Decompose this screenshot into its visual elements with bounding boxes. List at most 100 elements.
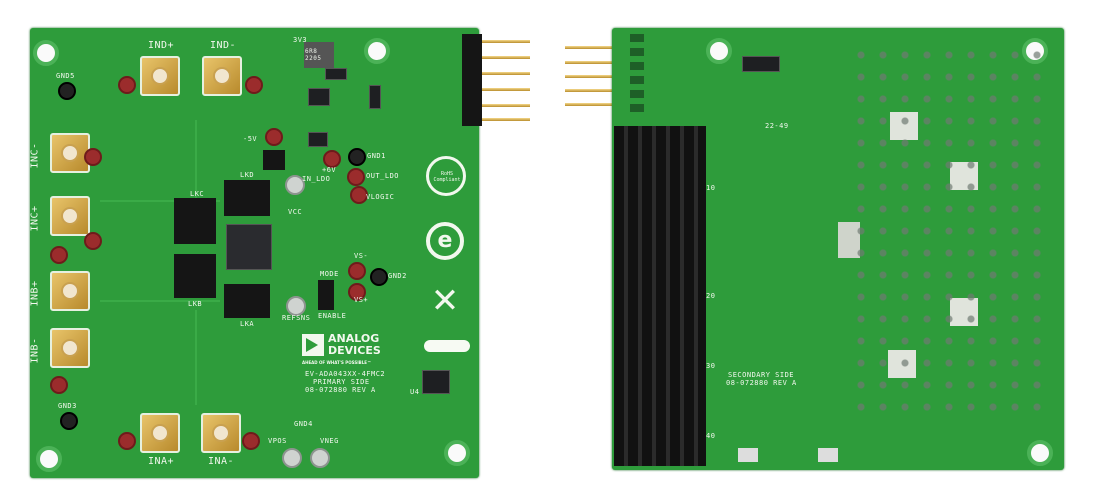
fmc-connector[interactable] [614, 126, 706, 466]
test-point-vlogic[interactable] [350, 186, 368, 204]
test-point[interactable] [50, 246, 68, 264]
ic-u1 [369, 85, 381, 109]
sma-connector-ina-minus[interactable] [201, 413, 241, 453]
label-inb-minus: INB- [29, 337, 41, 364]
sma-connector-inc-plus[interactable] [50, 196, 90, 236]
label-out-ldo: OUT_LDO [366, 172, 400, 180]
inductor-l1 [304, 42, 334, 68]
label-vs-minus: VS- [354, 252, 369, 260]
secondary-board-revision: 08-072880 REV A [726, 379, 797, 387]
sma-connector-ina-plus[interactable] [140, 413, 180, 453]
sma-connector-inb-plus[interactable] [50, 271, 90, 311]
test-point[interactable] [242, 432, 260, 450]
label-gnd2: GND2 [388, 272, 407, 280]
gold-pin [565, 75, 613, 78]
silkscreen-bar [424, 340, 470, 352]
logo-line1: ANALOG [328, 332, 380, 345]
rohs-badge-text: RoHS Compliant [433, 171, 461, 183]
test-point-refsns[interactable] [286, 296, 306, 316]
test-point-neg5v[interactable] [265, 128, 283, 146]
test-point[interactable] [84, 232, 102, 250]
mounting-hole [36, 446, 62, 472]
label-vpos: VPOS [268, 437, 287, 445]
connector-row-40: 40 [706, 432, 716, 440]
connector-row-20: 20 [706, 292, 716, 300]
smd-component [818, 448, 838, 462]
test-point-in-ldo[interactable] [285, 175, 305, 195]
label-inb-plus: INB+ [29, 280, 41, 307]
header-lkd[interactable] [224, 180, 270, 216]
connector-row-30: 30 [706, 362, 716, 370]
secondary-side-label: SECONDARY SIDE [728, 371, 795, 379]
gold-pin [482, 88, 530, 91]
test-point[interactable] [245, 76, 263, 94]
label-lka: LKA [240, 320, 255, 328]
label-3v3: 3V3 [293, 36, 308, 44]
mounting-hole [444, 440, 470, 466]
jumper-block[interactable] [263, 150, 285, 170]
mounting-hole [364, 38, 390, 64]
label-gnd5: GND5 [56, 72, 75, 80]
via-field [850, 44, 1050, 424]
logo-tagline: AHEAD OF WHAT'S POSSIBLE™ [302, 360, 372, 365]
logo-triangle-icon [302, 334, 324, 356]
test-point-pos6v[interactable] [323, 150, 341, 168]
gold-pin [482, 72, 530, 75]
pcb-trace [195, 120, 197, 200]
gold-pin [565, 103, 613, 106]
test-point-gnd1[interactable] [348, 148, 366, 166]
test-point[interactable] [50, 376, 68, 394]
test-point-gnd5[interactable] [58, 82, 76, 100]
diode-d1 [325, 68, 347, 80]
gold-pin [482, 118, 530, 121]
header-lka[interactable] [224, 284, 270, 318]
mounting-hole [1027, 440, 1053, 466]
test-point[interactable] [118, 432, 136, 450]
test-point-gnd3[interactable] [60, 412, 78, 430]
date-code: 22-49 [765, 122, 789, 130]
edge-pin-header[interactable] [462, 34, 482, 126]
sma-connector-ind-minus[interactable] [202, 56, 242, 96]
test-point-vpos[interactable] [282, 448, 302, 468]
label-u4: U4 [410, 388, 420, 396]
pcb-trace [100, 300, 220, 302]
gold-pin [565, 46, 613, 49]
board-revision: 08-072880 REV A [305, 386, 376, 394]
board-side-label: PRIMARY SIDE [313, 378, 370, 386]
fuse-component [742, 56, 780, 72]
label-vneg: VNEG [320, 437, 339, 445]
label-ind-plus: IND+ [148, 40, 175, 51]
through-hole-pin-column [630, 34, 644, 114]
main-adc-ic [226, 224, 272, 270]
smd-component [738, 448, 758, 462]
label-gnd3: GND3 [58, 402, 77, 410]
sma-connector-inb-minus[interactable] [50, 328, 90, 368]
label-inc-plus: INC+ [29, 205, 41, 232]
weee-bin-icon: ✕ [430, 281, 460, 321]
test-point[interactable] [118, 76, 136, 94]
test-point-gnd2[interactable] [370, 268, 388, 286]
logo-line2: DEVICES [328, 344, 381, 357]
gold-pin [482, 40, 530, 43]
header-lkc[interactable] [174, 198, 216, 244]
rohs-badge: RoHS Compliant [426, 156, 466, 196]
test-point-vs-plus[interactable] [348, 283, 366, 301]
test-point-out-ldo[interactable] [347, 168, 365, 186]
mounting-hole [33, 40, 59, 66]
board-part-number: EV-ADA043XX-4FMC2 [305, 370, 386, 378]
inductor-marking: 6R8 2205 [305, 48, 322, 62]
label-vlogic: VLOGIC [366, 193, 395, 201]
header-lkb[interactable] [174, 254, 216, 298]
label-ina-plus: INA+ [148, 456, 175, 467]
ic-u4 [422, 370, 450, 394]
test-point-vs-minus[interactable] [348, 262, 366, 280]
sma-connector-ind-plus[interactable] [140, 56, 180, 96]
label-mode: MODE [320, 270, 339, 278]
label-inc-minus: INC- [29, 142, 41, 169]
label-neg5v: -5V [243, 135, 258, 143]
label-gnd1: GND1 [367, 152, 386, 160]
test-point-vneg[interactable] [310, 448, 330, 468]
label-vcc: VCC [288, 208, 303, 216]
test-point[interactable] [84, 148, 102, 166]
mode-jumper[interactable] [318, 280, 334, 310]
